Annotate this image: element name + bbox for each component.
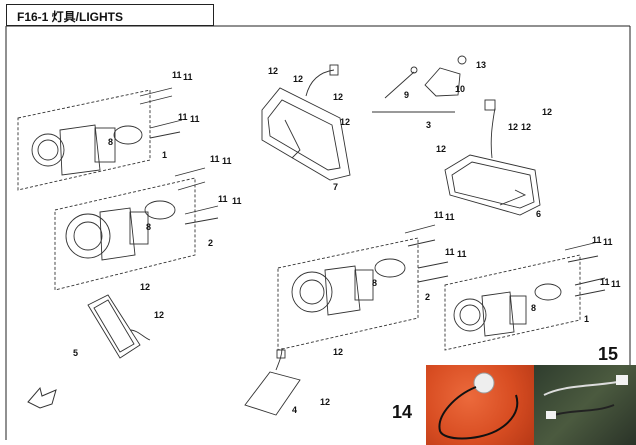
callout-12: 12 [508,122,518,132]
callout-2: 2 [208,238,213,248]
callout-11: 11 [434,210,444,220]
callout-2: 2 [425,292,430,302]
callout-7: 7 [333,182,338,192]
callout-1: 1 [584,314,589,324]
headlight-assembly-2-drawing [54,167,219,291]
callout-8: 8 [108,137,113,147]
callout-12: 12 [333,92,343,102]
callout-11: 11 [445,247,455,257]
callout-12: 12 [436,144,446,154]
callout-8: 8 [372,278,377,288]
callout-13: 13 [476,60,486,70]
callout-8: 8 [146,222,151,232]
side-lamp-5-drawing [87,294,151,359]
part-photo-label-14: 14 [392,402,413,422]
callout-5: 5 [73,348,78,358]
part-photo-label-15: 15 [598,344,619,364]
headlight-housing-7-drawing [261,64,351,181]
callout-9: 9 [404,90,409,100]
callout-6: 6 [536,209,541,219]
callout-11: 11 [611,279,621,289]
callout-11: 11 [218,194,228,204]
callout-4: 4 [292,405,297,415]
callout-11: 11 [457,249,467,259]
callout-12: 12 [333,347,343,357]
callout-11: 11 [445,212,455,222]
callout-12: 12 [293,74,303,84]
callout-11: 11 [232,196,242,206]
bulb-bracket-group-drawing [372,55,467,113]
direction-arrow-icon [27,386,57,409]
callout-11: 11 [592,235,602,245]
callout-11: 11 [600,277,610,287]
harness-photo-14-icon [438,372,519,440]
headlight-assembly-1b-drawing [444,241,606,351]
callout-3: 3 [426,120,431,130]
callout-12: 12 [320,397,330,407]
callout-10: 10 [455,84,465,94]
callout-11: 11 [172,70,182,80]
callout-1: 1 [162,150,167,160]
headlight-assembly-2b-drawing [277,224,449,351]
callout-11: 11 [190,114,200,124]
callout-12: 12 [268,66,278,76]
callout-11: 11 [210,154,220,164]
headlight-housing-6-drawing [444,99,541,216]
harness-photo-15-icon [543,375,628,419]
headlight-assembly-1-drawing [17,87,183,191]
callout-11: 11 [222,156,232,166]
part-photo-15 [534,365,636,445]
callout-8: 8 [531,303,536,313]
callout-12: 12 [154,310,164,320]
callout-12: 12 [340,117,350,127]
lamp-4-drawing [244,347,301,416]
page-title: F16-1 灯具/LIGHTS [17,10,124,24]
callout-12: 12 [521,122,531,132]
callout-11: 11 [603,237,613,247]
callout-labels: 11 11 11 11 11 11 11 11 11 11 11 11 11 1… [73,60,621,415]
callout-11: 11 [178,112,188,122]
part-photo-14 [426,365,534,445]
callout-12: 12 [542,107,552,117]
callout-12: 12 [140,282,150,292]
callout-11: 11 [183,72,193,82]
